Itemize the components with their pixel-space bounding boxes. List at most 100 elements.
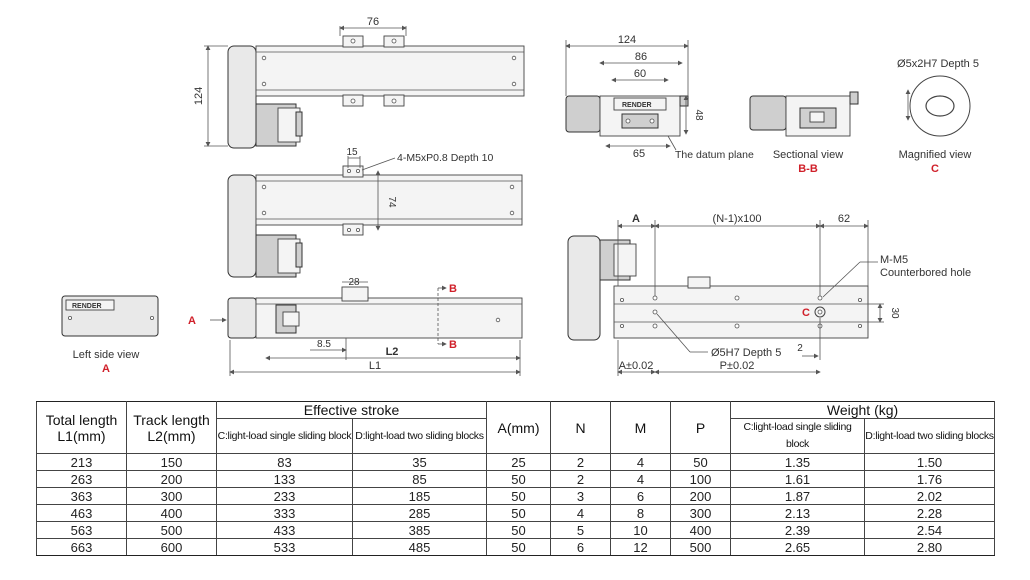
bottom-dim-2: 2 bbox=[797, 343, 803, 354]
cell-L1: 263 bbox=[36, 470, 127, 488]
cell-L2: 200 bbox=[126, 470, 217, 488]
cell-L1: 363 bbox=[36, 487, 127, 505]
spec-table: Total length L1(mm) Track length L2(mm) … bbox=[36, 401, 996, 556]
bottom-dim-N: (N-1)x100 bbox=[713, 213, 762, 225]
magnified-label: C bbox=[931, 163, 939, 175]
cell-L2: 300 bbox=[126, 487, 217, 505]
cell-L1: 213 bbox=[36, 453, 127, 471]
cell-A: 25 bbox=[486, 453, 552, 471]
cell-stroke-d: 35 bbox=[351, 453, 488, 471]
cell-N: 5 bbox=[550, 521, 612, 539]
header-L2: L2(mm) bbox=[147, 427, 196, 444]
header-effective-stroke: Effective stroke bbox=[215, 401, 488, 419]
label-C-bottom: C bbox=[802, 307, 810, 319]
top-dim-76: 76 bbox=[367, 16, 379, 28]
bottom-dim-30: 30 bbox=[889, 307, 900, 319]
header-N: N bbox=[550, 401, 612, 454]
cell-weight-c: 2.39 bbox=[730, 521, 866, 539]
cell-weight-c: 1.61 bbox=[730, 470, 866, 488]
cell-L2: 150 bbox=[126, 453, 217, 471]
cell-weight-c: 1.35 bbox=[730, 453, 866, 471]
header-P: P bbox=[670, 401, 732, 454]
cell-N: 3 bbox=[550, 487, 612, 505]
mid-dim-15: 15 bbox=[346, 147, 358, 158]
left-side-view: RENDER Left side view A bbox=[61, 295, 159, 375]
cell-L2: 600 bbox=[126, 538, 217, 556]
header-total-length: Total length L1(mm) bbox=[36, 401, 127, 454]
top-dim-124: 124 bbox=[193, 87, 205, 105]
bottom-tol-A: A±0.02 bbox=[619, 360, 654, 372]
cell-P: 400 bbox=[670, 521, 732, 539]
section-brand: RENDER bbox=[622, 102, 652, 109]
middle-view: 15 4-M5xP0.8 Depth 10 74 bbox=[227, 147, 523, 278]
bottom-dim-62: 62 bbox=[838, 213, 850, 225]
header-A: A(mm) bbox=[486, 401, 552, 454]
cell-P: 300 bbox=[670, 504, 732, 522]
magnified-note: Ø5x2H7 Depth 5 bbox=[897, 58, 979, 70]
sectional-label: B-B bbox=[798, 163, 818, 175]
cell-L1: 463 bbox=[36, 504, 127, 522]
cell-weight-d: 2.28 bbox=[864, 504, 996, 522]
cell-weight-c: 2.65 bbox=[730, 538, 866, 556]
header-weight-d: D:light-load two sliding blocks bbox=[864, 418, 996, 454]
front-section-view: RENDER 124 86 60 48 65 The datum plane bbox=[565, 34, 754, 161]
cell-L2: 400 bbox=[126, 504, 217, 522]
side-dim-L2: L2 bbox=[386, 346, 399, 358]
top-view: 76 124 bbox=[193, 16, 525, 149]
sectional-view-bb: Sectional view B-B bbox=[749, 91, 859, 175]
cell-stroke-c: 133 bbox=[216, 470, 353, 488]
cell-M: 8 bbox=[610, 504, 672, 522]
cell-stroke-c: 533 bbox=[216, 538, 353, 556]
label-B-top: B bbox=[449, 283, 457, 295]
cell-N: 4 bbox=[550, 504, 612, 522]
side-dim-L1: L1 bbox=[369, 360, 381, 372]
header-L1: L1(mm) bbox=[57, 427, 106, 444]
cell-A: 50 bbox=[486, 538, 552, 556]
sectional-caption: Sectional view bbox=[773, 149, 843, 161]
cell-N: 2 bbox=[550, 453, 612, 471]
bottom-note-counterbore: Counterbored hole bbox=[880, 267, 971, 279]
cell-weight-c: 1.87 bbox=[730, 487, 866, 505]
magnified-view-c: Ø5x2H7 Depth 5 Magnified view C bbox=[897, 58, 979, 175]
side-dim-28: 28 bbox=[348, 277, 360, 288]
cell-weight-d: 1.76 bbox=[864, 470, 996, 488]
cell-A: 50 bbox=[486, 504, 552, 522]
cell-A: 50 bbox=[486, 470, 552, 488]
bottom-note-M: M-M5 bbox=[880, 254, 908, 266]
cell-L1: 563 bbox=[36, 521, 127, 539]
header-total-length-label: Total length bbox=[45, 411, 118, 428]
cell-M: 4 bbox=[610, 453, 672, 471]
cell-L1: 663 bbox=[36, 538, 127, 556]
mounting-view: C A (N-1)x100 62 M-M5 Counterbored hole … bbox=[567, 213, 971, 376]
cell-P: 50 bbox=[670, 453, 732, 471]
cell-A: 50 bbox=[486, 487, 552, 505]
cell-N: 2 bbox=[550, 470, 612, 488]
label-A-side: A bbox=[188, 315, 196, 327]
cell-stroke-c: 333 bbox=[216, 504, 353, 522]
cell-P: 100 bbox=[670, 470, 732, 488]
cell-stroke-d: 185 bbox=[351, 487, 488, 505]
bottom-note-pin: Ø5H7 Depth 5 bbox=[711, 347, 781, 359]
section-dim-86: 86 bbox=[635, 51, 647, 63]
cell-M: 4 bbox=[610, 470, 672, 488]
cell-stroke-d: 485 bbox=[351, 538, 488, 556]
cell-weight-d: 1.50 bbox=[864, 453, 996, 471]
cell-stroke-d: 285 bbox=[351, 504, 488, 522]
cell-weight-c: 2.13 bbox=[730, 504, 866, 522]
header-M: M bbox=[610, 401, 672, 454]
section-dim-124: 124 bbox=[618, 34, 636, 46]
header-track-length: Track length L2(mm) bbox=[126, 401, 217, 454]
cell-M: 6 bbox=[610, 487, 672, 505]
header-stroke-c: C:light-load single sliding block bbox=[216, 418, 353, 454]
mid-note-thread: 4-M5xP0.8 Depth 10 bbox=[397, 152, 493, 164]
technical-drawing: 76 124 15 4-M5xP0.8 Depth 10 74 bbox=[61, 16, 979, 376]
cell-M: 10 bbox=[610, 521, 672, 539]
cell-stroke-d: 85 bbox=[351, 470, 488, 488]
brand-logo: RENDER bbox=[72, 303, 102, 310]
